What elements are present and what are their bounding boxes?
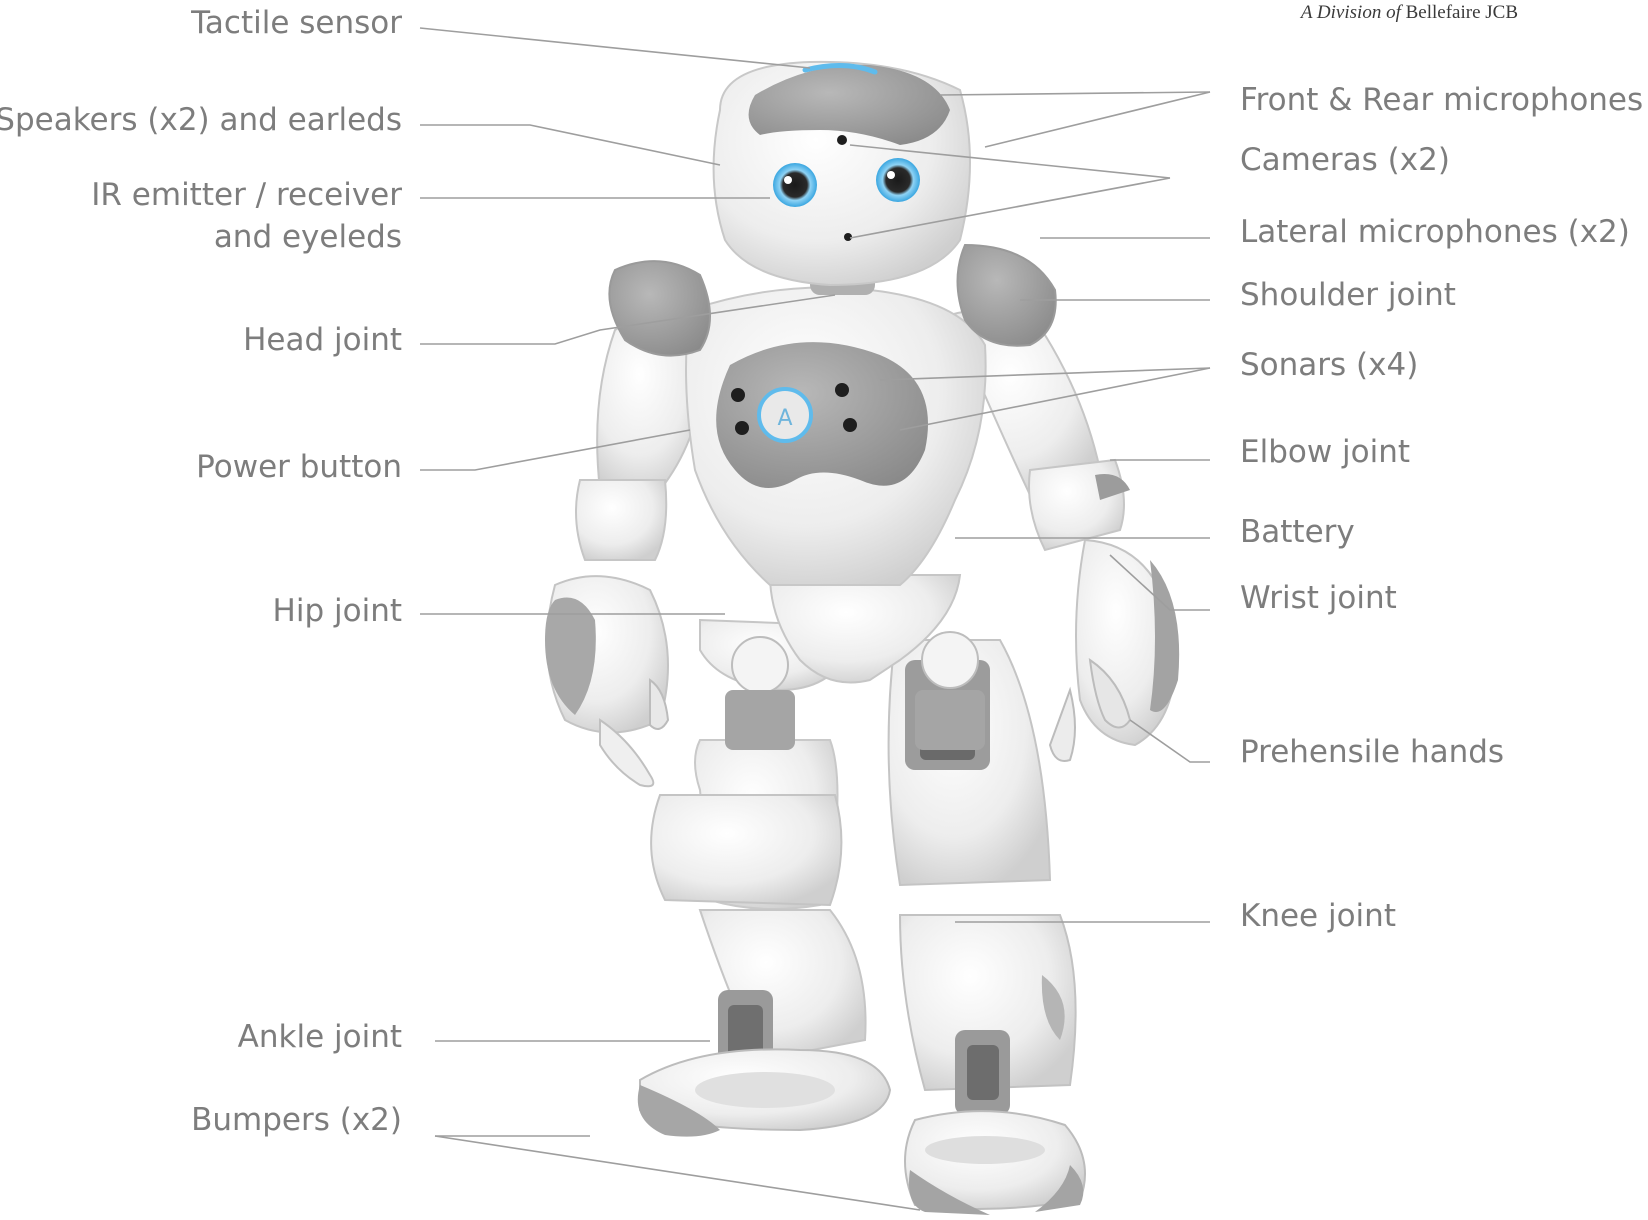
tactile-sensor-line: [419, 27, 811, 69]
left-leg: [637, 739, 892, 1137]
attribution-name: Bellefaire JCB: [1405, 2, 1518, 23]
label-ir-emitter-line1: IR emitter / receiver: [91, 177, 402, 213]
label-microphones: Front & Rear microphones: [1240, 82, 1644, 118]
robot-illustration: A: [545, 60, 1180, 1215]
label-tactile-sensor: Tactile sensor: [191, 5, 402, 41]
attribution: A Division of Bellefaire JCB: [1301, 2, 1518, 24]
sonars-line-a: [879, 367, 1211, 381]
power-button-line: [420, 429, 691, 471]
cameras-line-b: [849, 177, 1171, 239]
leader-lines: [419, 27, 1211, 1211]
pelvis: [699, 574, 985, 750]
head-joint-line: [420, 294, 836, 345]
label-hip-joint: Hip joint: [272, 593, 402, 629]
speakers-line: [420, 124, 721, 166]
label-cameras: Cameras (x2): [1240, 142, 1450, 178]
shoulders: [608, 243, 1057, 357]
head: [712, 60, 971, 287]
microphones-line-b: [984, 91, 1211, 148]
label-lateral-microphones: Lateral microphones (x2): [1240, 214, 1630, 250]
label-knee-joint: Knee joint: [1240, 898, 1396, 934]
left-arm: [545, 311, 705, 788]
label-shoulder-joint: Shoulder joint: [1240, 277, 1456, 313]
label-ankle-joint: Ankle joint: [237, 1019, 402, 1055]
svg-text:A: A: [777, 406, 792, 431]
label-ir-emitter: IR emitter / receiver and eyeleds: [91, 175, 402, 259]
microphones-line-a: [939, 91, 1211, 96]
label-ir-emitter-line2: and eyeleds: [213, 218, 402, 255]
label-battery: Battery: [1240, 514, 1355, 550]
label-bumpers: Bumpers (x2): [191, 1102, 402, 1138]
wrist-joint-line: [1109, 554, 1210, 611]
label-sonars: Sonars (x4): [1240, 347, 1419, 383]
label-prehensile-hands: Prehensile hands: [1240, 734, 1505, 770]
torso: A: [685, 286, 987, 586]
label-elbow-joint: Elbow joint: [1240, 434, 1411, 470]
label-head-joint: Head joint: [243, 322, 402, 358]
label-speakers: Speakers (x2) and earleds: [0, 102, 402, 138]
label-power-button: Power button: [196, 449, 402, 485]
cameras-line-a: [849, 144, 1171, 179]
prehensile-hands-line: [1129, 719, 1210, 763]
sonars-line-b: [899, 367, 1211, 431]
label-wrist-joint: Wrist joint: [1240, 580, 1397, 616]
bumpers-line-b: [434, 1135, 921, 1211]
attribution-prefix: A Division of: [1300, 2, 1401, 23]
